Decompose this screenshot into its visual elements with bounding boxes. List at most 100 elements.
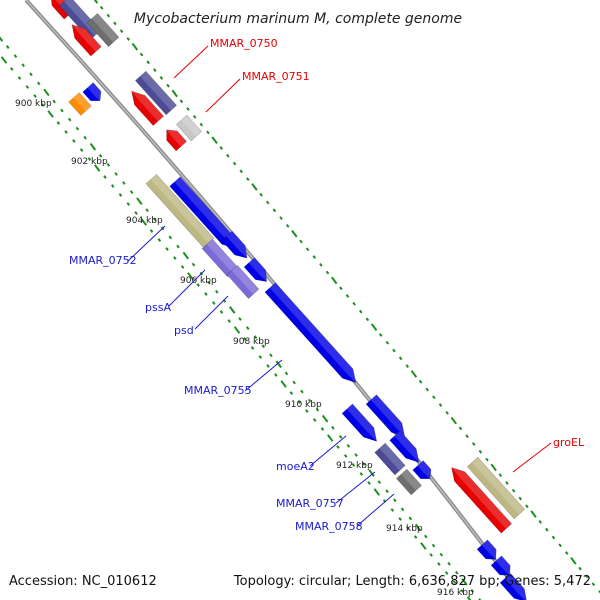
gene-feature-shape (131, 90, 165, 126)
gene-feature (134, 70, 178, 116)
tick-mark-outer (192, 114, 197, 119)
tick-mark-inner (136, 197, 143, 205)
tick-mark-outer (410, 370, 418, 378)
gene-feature (82, 82, 102, 101)
tick-mark-inner (134, 211, 138, 215)
tick-mark-inner (67, 117, 72, 122)
tick-mark-outer (232, 161, 237, 166)
tick-mark-outer (211, 136, 218, 145)
gene-feature-sheen (87, 82, 102, 101)
tick-mark-outer (565, 551, 569, 555)
tick-mark-inner (21, 63, 25, 68)
tick-mark-outer (312, 255, 317, 259)
gene-label-psd: psd (174, 324, 194, 337)
tick-mark-inner (149, 229, 154, 233)
gene-label-pssa: pssA (145, 301, 171, 314)
tick-mark-inner (368, 469, 375, 477)
tick-mark-outer (398, 356, 403, 361)
tick-mark-inner (173, 256, 177, 260)
leader-line (356, 493, 395, 527)
gene-feature-sheen (226, 231, 248, 259)
gene-feature-shape (201, 238, 239, 278)
tick-mark-outer (219, 146, 224, 150)
tick-mark-inner (64, 130, 68, 134)
tick-mark-inner (33, 94, 37, 98)
tick-label: 914 kbp (386, 524, 423, 534)
leader-line (168, 269, 206, 307)
gene-feature (396, 468, 422, 496)
gene-label-mmar-0757: MMAR_0757 (276, 497, 344, 510)
gene-feature-sheen (481, 539, 497, 560)
tick-mark-outer (239, 169, 243, 174)
tick-mark-outer (405, 364, 410, 368)
tick-mark-inner (437, 562, 441, 566)
gene-label-mmar-0752: MMAR_0752 (69, 254, 137, 267)
gene-feature-shape (374, 442, 406, 476)
gene-feature (86, 13, 120, 47)
tick-mark-inner (297, 400, 301, 404)
tick-mark-outer (119, 29, 124, 34)
tick-mark-inner (269, 353, 273, 358)
tick-mark-inner (385, 489, 389, 494)
tick-mark-outer (285, 224, 290, 228)
tick-mark-outer (139, 52, 144, 57)
tick-mark-inner (145, 208, 149, 213)
tick-label: 912 kbp (336, 461, 373, 471)
tick-label: 906 kbp (180, 276, 217, 286)
tick-mark-inner (398, 517, 402, 521)
tick-mark-inner (354, 453, 358, 457)
tick-mark-outer (106, 13, 111, 18)
gene-feature-shape (396, 468, 422, 496)
tick-mark-inner (238, 317, 242, 321)
tick-mark-inner (110, 184, 115, 188)
tick-mark-inner (211, 301, 216, 305)
gene-feature (389, 430, 420, 463)
tick-mark-inner (72, 139, 76, 143)
gene-label-mmar-0750: MMAR_0750 (210, 37, 278, 50)
gene-feature-sheen (231, 265, 259, 295)
tick-mark-inner (400, 507, 405, 512)
tick-mark-outer (365, 317, 370, 322)
tick-mark-inner (331, 425, 335, 430)
tick-mark-outer (490, 463, 497, 472)
tick-mark-inner (122, 181, 126, 185)
tick-mark-inner (280, 380, 287, 388)
tick-mark-outer (525, 504, 529, 509)
tick-mark-outer (299, 239, 303, 244)
tick-mark-outer (331, 276, 338, 285)
tick-mark-outer (93, 0, 99, 4)
leader-line (173, 45, 209, 79)
tick-mark-outer (266, 200, 270, 205)
tick-mark-inner (140, 218, 147, 226)
tick-mark-inner (89, 142, 97, 151)
topology-text: Topology: circular; Length: 6,636,827 bp… (233, 574, 591, 589)
gene-feature (466, 456, 526, 520)
tick-mark-inner (168, 235, 173, 240)
leader-line (194, 295, 229, 330)
gene-feature (476, 539, 497, 560)
gene-feature (71, 24, 102, 57)
tick-mark-inner (83, 135, 87, 140)
tick-mark-outer (418, 379, 423, 384)
tick-mark-outer (438, 403, 443, 407)
gene-feature-sheen (451, 467, 512, 529)
gene-feature (226, 265, 260, 299)
gene-feature-sheen (379, 443, 406, 471)
tick-label: 902 kbp (71, 157, 108, 167)
tick-mark-inner (243, 337, 247, 341)
tick-mark-outer (465, 434, 469, 439)
tick-mark-inner (215, 289, 219, 294)
tick-mark-inner (406, 526, 410, 530)
tick-mark-inner (245, 326, 250, 330)
tick-mark-outer (179, 99, 184, 104)
gene-feature (341, 403, 378, 442)
gene-feature-shape (466, 456, 526, 520)
tick-mark-outer (392, 348, 396, 353)
tick-mark-inner (5, 45, 10, 49)
gene-feature-sheen (504, 573, 527, 600)
tick-mark-inner (180, 265, 185, 269)
tick-mark-inner (56, 121, 61, 125)
gene-feature (412, 460, 432, 479)
tick-mark-outer (325, 270, 330, 275)
gene-feature-shape (490, 555, 511, 576)
